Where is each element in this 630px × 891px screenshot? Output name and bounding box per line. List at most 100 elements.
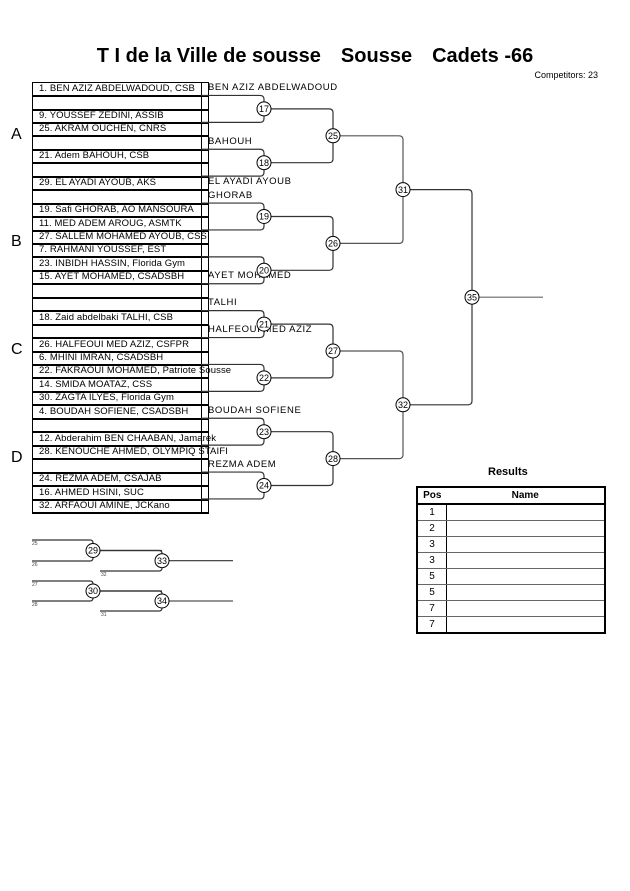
results-row: 5: [417, 568, 605, 585]
repechage-node: 30: [85, 583, 101, 599]
repechage-node: 29: [85, 543, 101, 558]
round2-bracket: [201, 471, 265, 500]
final-bracket: [403, 189, 473, 406]
match-node-semi: 31: [395, 182, 411, 198]
results-name: [446, 584, 605, 601]
competitor-name: 19. Safi GHORAB, AO MANSOURA: [39, 204, 194, 216]
group-label-d: D: [11, 449, 23, 466]
match-circle: [395, 182, 411, 198]
group-label-a: A: [11, 126, 22, 143]
competitor-name: 30. ZAGTA ILYES, Florida Gym: [39, 392, 174, 404]
round2-bracket: [201, 148, 265, 177]
match-number: 19: [259, 212, 269, 222]
results-row: 7: [417, 600, 605, 617]
match-number: 29: [88, 546, 98, 556]
match-node-r3: 26: [325, 235, 341, 251]
match-circle: [256, 155, 272, 171]
competitor-name: 16. AHMED HSINI, SUC: [39, 486, 144, 498]
match-number: 31: [398, 185, 408, 195]
round3-bracket: [264, 108, 334, 164]
match-node-r2: 24: [256, 478, 272, 493]
match-number: 21: [259, 319, 269, 329]
match-number: 28: [328, 454, 338, 464]
match-number: 25: [328, 131, 338, 141]
competitor-name: 26. HALFEOUI MED AZIZ, CSFPR: [39, 338, 190, 350]
round2-bracket: [201, 363, 265, 392]
match-circle: [395, 397, 411, 413]
repechage-input-label: 32: [101, 572, 107, 578]
match-number: 27: [328, 346, 338, 356]
results-name: [446, 616, 605, 634]
group-label-b: B: [11, 233, 22, 250]
winner-label: BOUDAH SOFIENE: [208, 404, 302, 416]
match-number: 22: [259, 373, 269, 383]
match-circle: [256, 370, 272, 386]
results-row: 3: [417, 536, 605, 553]
match-circle: [256, 478, 272, 493]
results-pos: 5: [417, 584, 447, 601]
competitors-count: Competitors: 23: [534, 70, 598, 80]
match-node-r3: 25: [325, 128, 341, 144]
winner-label: AYET MOHAMED: [208, 270, 292, 282]
match-node-r3: 28: [325, 451, 341, 467]
competitor-name: 9. YOUSSEF ZEDINI, ASSIB: [39, 109, 164, 121]
round2-bracket: [201, 417, 265, 446]
match-circle: [154, 593, 170, 609]
repechage-input-label: 31: [101, 612, 107, 618]
title-event: T I de la Ville de sousse: [96, 45, 321, 67]
match-number: 17: [259, 104, 269, 114]
match-circle: [256, 262, 272, 278]
competitor-name: 18. Zaid abdelbaki TALHI, CSB: [39, 311, 174, 323]
results-title: Results: [488, 466, 528, 478]
results-pos: 2: [417, 520, 447, 537]
semi-bracket: [333, 135, 404, 244]
competitor-name: 15. AYET MOHAMED, CSADSBH: [39, 271, 185, 283]
results-header-pos: Pos: [417, 487, 447, 505]
competitor-name: 24. REZMA ADEM, CSAJAB: [39, 473, 162, 484]
match-circle: [464, 289, 480, 305]
results-name: [446, 600, 605, 617]
repechage-bracket: [32, 539, 94, 562]
match-number: 32: [398, 400, 408, 410]
match-node-r2: 23: [256, 424, 272, 440]
round3-bracket: [264, 215, 334, 271]
match-node-r2: 21: [256, 316, 272, 332]
match-circle: [325, 128, 341, 144]
competitor-name: 27. SALLEM MOHAMED AYOUB, CSS: [39, 230, 207, 242]
round3-bracket: [264, 431, 334, 487]
match-node-r2: 22: [256, 370, 272, 386]
match-circle: [325, 343, 341, 359]
results-name: [446, 520, 605, 537]
competitor-name: 22. FAKRAOUI MOHAMED, Patriote Sousse: [39, 365, 232, 377]
results-name: [446, 568, 605, 585]
match-node-r2: 18: [256, 155, 272, 171]
match-number: 35: [467, 292, 477, 302]
results-row: 1: [417, 503, 605, 521]
repechage-bracket: [100, 549, 163, 572]
competitor-name: 23. INBIDH HASSIN, Florida Gym: [39, 257, 186, 269]
competitor-name: 29. EL AYADI AYOUB, AKS: [39, 177, 157, 189]
winner-label: GHORAB: [208, 189, 253, 201]
match-circle: [256, 316, 272, 332]
winner-label: BEN AZIZ ABDELWADOUD: [208, 82, 338, 93]
match-circle: [154, 553, 170, 569]
group-label-c: C: [11, 341, 23, 358]
winner-label: REZMA ADEM: [208, 458, 277, 470]
competitor-name: 25. AKRAM OUCHEN, CNRS: [39, 123, 167, 135]
results-name: [446, 503, 605, 521]
winner-label: EL AYADI AYOUB: [208, 176, 292, 188]
results-row: 5: [417, 584, 605, 601]
match-node-r2: 19: [256, 209, 272, 224]
results-row: 3: [417, 552, 605, 569]
match-node-r2: 17: [256, 101, 272, 117]
competitor-name: 12. Abderahim BEN CHAABAN, Jamarek: [39, 432, 217, 444]
match-number: 26: [328, 239, 338, 249]
repechage-input-label: 28: [32, 602, 38, 608]
match-circle: [256, 424, 272, 440]
competitor-name: 11. MED ADEM AROUG, ASMTK: [39, 217, 182, 229]
match-number: 30: [88, 586, 98, 596]
match-node-semi: 32: [395, 397, 411, 413]
round2-bracket: [201, 94, 265, 123]
